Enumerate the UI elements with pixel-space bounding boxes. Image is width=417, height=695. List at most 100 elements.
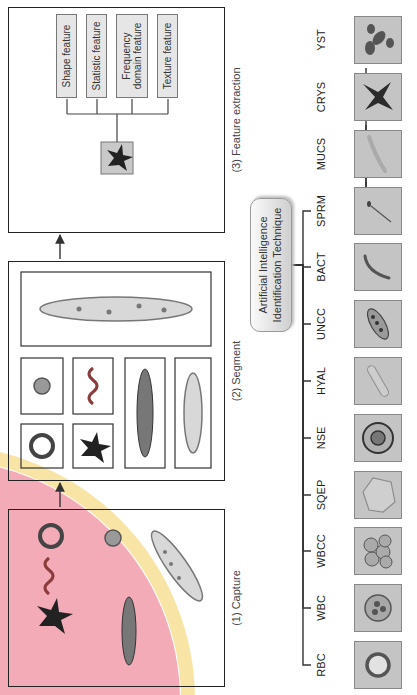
feature-label: Texture feature (162, 19, 173, 93)
cell-image (355, 528, 401, 574)
cell-image-tile (354, 73, 402, 121)
branch-line (292, 265, 311, 438)
step-caption: (3) Feature extraction (230, 0, 242, 252)
cell-image (355, 188, 401, 234)
cell-drawing (21, 424, 63, 468)
cell-drawing (374, 601, 380, 607)
cell-drawing (66, 99, 67, 114)
flow-arrow (59, 235, 60, 259)
cell-drawing (379, 328, 383, 332)
cell-image-tile (354, 243, 402, 291)
cell-drawing (366, 364, 390, 397)
cell-image (355, 131, 401, 177)
cell-drawing (145, 526, 210, 606)
category-label: MUCS (314, 128, 328, 180)
cell-drawing (162, 308, 167, 313)
cell-drawing (107, 144, 133, 171)
category-label: UNCC (314, 298, 328, 350)
category-node: WBC (314, 582, 402, 634)
cell-drawing (371, 315, 375, 319)
cell-illustration (9, 263, 223, 480)
cell-drawing (369, 137, 385, 171)
category-node: UNCC (314, 298, 402, 350)
cell-drawing (363, 423, 393, 453)
cell-drawing (122, 597, 136, 665)
capture-box: (1) Capture (8, 509, 225, 687)
category-label: CRYS (314, 71, 328, 123)
cell-drawing (21, 272, 211, 346)
cell-image-tile (354, 130, 402, 178)
cell-drawing (175, 358, 211, 468)
category-label: WBCC (314, 525, 328, 577)
technique-label: Artificial Intelligence Identification T… (257, 207, 285, 323)
step-caption: (2) Segment (230, 242, 242, 500)
category-label: YST (314, 14, 328, 66)
cell-drawing (73, 424, 113, 468)
cell-image-tile (354, 414, 402, 462)
category-node: RBC (314, 639, 402, 691)
cell-image-tile (354, 187, 402, 235)
cell-drawing (386, 38, 394, 48)
cell-drawing (125, 358, 165, 468)
cell-image-tile (354, 641, 402, 689)
cell-drawing (367, 201, 371, 207)
feature-label: Frequency domain feature (121, 19, 143, 93)
branch-line (292, 211, 311, 265)
category-node: CRYS (314, 71, 402, 123)
cell-drawing (45, 558, 53, 594)
cell-drawing (379, 535, 391, 547)
feature-box: Statistic feature (86, 14, 107, 98)
category-node: SPRM (314, 185, 402, 237)
cell-drawing (40, 297, 192, 321)
cell-drawing (77, 307, 82, 312)
cell-drawing (365, 256, 389, 278)
cell-image (355, 472, 401, 518)
category-label: SPRM (314, 185, 328, 237)
cell-drawing (101, 142, 133, 174)
cell-image (355, 642, 401, 688)
feature-box: Shape feature (56, 14, 77, 98)
category-label: NSE (314, 412, 328, 464)
cell-drawing (367, 654, 389, 676)
cell-drawing (363, 82, 393, 110)
category-node: HYAL (314, 355, 402, 407)
cell-image-tile (354, 584, 402, 632)
cell-image-tile (354, 471, 402, 519)
category-label: WBC (314, 582, 328, 634)
cell-drawing (380, 556, 392, 568)
cell-drawing (131, 99, 132, 114)
cell-drawing (184, 373, 202, 453)
cell-drawing (34, 378, 50, 394)
category-node: NSE (314, 412, 402, 464)
category-node: SQEP (314, 469, 402, 521)
cell-drawing (367, 24, 375, 34)
cell-drawing (96, 99, 97, 114)
cell-drawing (107, 310, 112, 315)
branch-line (292, 265, 311, 495)
cell-image (355, 415, 401, 461)
segment-box: (2) Segment (8, 261, 225, 481)
watermark-ring (0, 452, 188, 695)
category-node: YST (314, 14, 402, 66)
cell-drawing (89, 368, 97, 404)
cell-image (355, 301, 401, 347)
cell-image-tile (354, 357, 402, 405)
flow-arrow (59, 483, 60, 507)
branch-line (292, 265, 311, 324)
cell-illustration (9, 511, 223, 686)
cell-drawing (375, 321, 379, 325)
cell-drawing (116, 114, 117, 142)
cell-image (355, 358, 401, 404)
category-node: MUCS (314, 128, 402, 180)
category-label: BACT (314, 241, 328, 293)
cell-drawing (73, 358, 113, 414)
technique-box: Artificial Intelligence Identification T… (250, 198, 292, 332)
feature-box: Frequency domain feature (116, 14, 148, 98)
cell-drawing (365, 595, 391, 621)
step-caption: (1) Capture (230, 490, 242, 695)
cell-drawing (137, 304, 142, 309)
cell-drawing (163, 550, 167, 554)
cell-drawing (380, 606, 386, 612)
